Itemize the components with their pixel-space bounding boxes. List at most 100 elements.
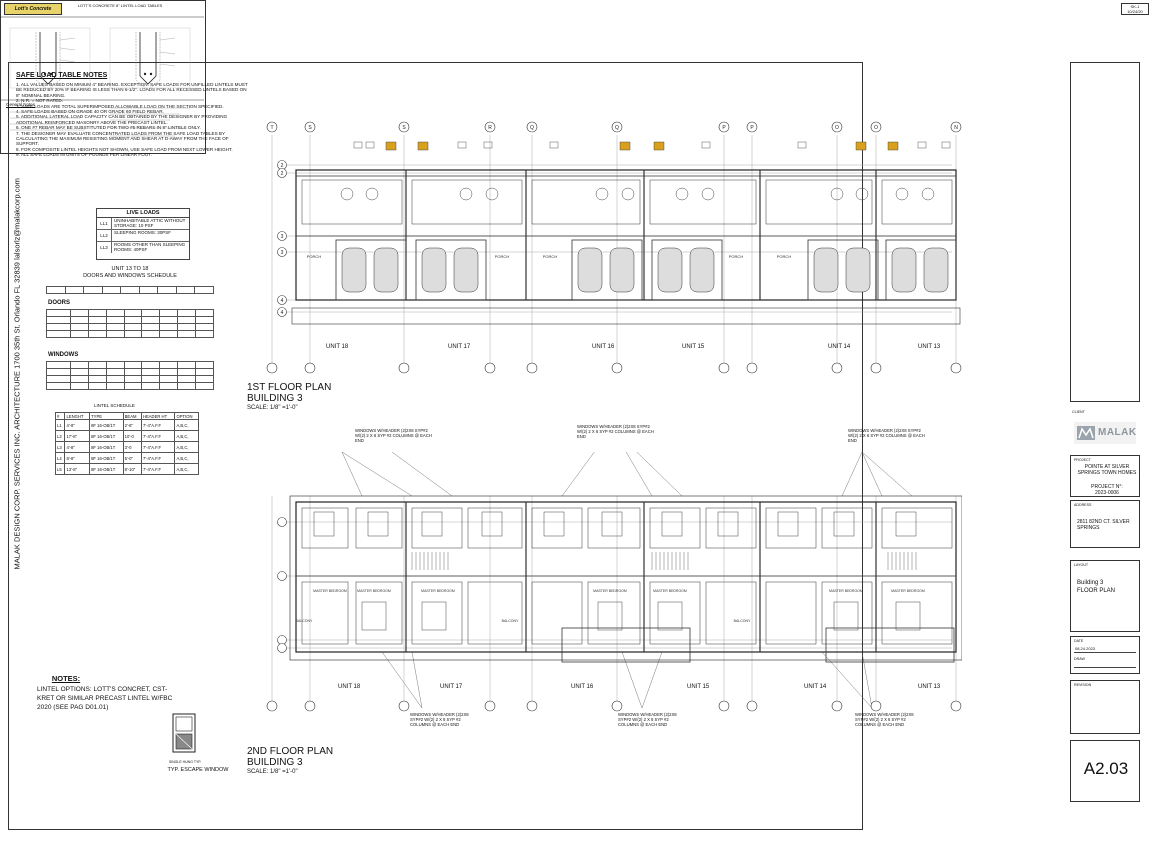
unit-label: UNIT 17: [448, 344, 471, 350]
live-load-desc: SLEEPING ROOMS: 30PSF: [114, 230, 172, 235]
revision-box: REVISION: [1070, 680, 1140, 734]
lintel-cell: L5: [54, 463, 66, 475]
live-load-code: LL1: [97, 218, 112, 229]
sheet-number: A2.03: [1083, 759, 1129, 778]
plan-title-line1: 2ND FLOOR PLAN: [247, 746, 334, 757]
lintel-cell: 8'-10": [122, 463, 142, 475]
project-label: PROJECT: [1074, 458, 1091, 462]
live-load-desc: UNINHABITABLE ATTIC WITHOUT STORAGE: 10 …: [114, 218, 186, 228]
note-item: 9. ALL SAFE LOADS IN UNITS OF POUNDS PER…: [16, 152, 152, 158]
lintel-options-note: LINTEL OPTIONS: LOTT'S CONCRET, CST-KRET…: [37, 686, 173, 711]
balcony-label: BALCONY: [734, 619, 751, 623]
grid-bubble-label: 4: [281, 310, 284, 316]
lintel-cell: 8F 16-OB/1T: [89, 430, 124, 442]
lotts-sk: SK-1: [1130, 4, 1140, 9]
grid-bubble-label: S: [402, 125, 406, 131]
first-floor-plan-title: 1ST FLOOR PLAN BUILDING 3: [247, 382, 331, 404]
lotts-lintel-detail-sheet: Lott's Concrete LOTT'S CONCRETE 8" LINTE…: [0, 0, 1149, 154]
unit-label: UNIT 16: [571, 684, 594, 690]
live-load-code: LL3: [97, 242, 112, 253]
grid-bubble-label: 3: [281, 250, 284, 256]
lotts-date: 10/24/20: [1127, 9, 1143, 14]
master-bedroom-label: MASTER BEDROOM: [653, 589, 687, 593]
layout-label: LAYOUT: [1074, 563, 1089, 567]
second-floor-plan-title: 2ND FLOOR PLAN BUILDING 3: [247, 746, 333, 768]
note-item: 2. N.R. = NOT RATED.: [16, 98, 63, 104]
note-item: 5. ADDITIONAL LATERAL LOAD CAPACITY CAN …: [16, 114, 228, 125]
layout-box: LAYOUT Building 3 FLOOR PLAN: [1070, 560, 1140, 632]
porch-label: PORCH: [777, 254, 792, 259]
lintel-cell: 7'-4"A.F.F: [140, 419, 176, 431]
lintel-header: LENGHT: [64, 412, 91, 420]
lintel-cell: 2'-8": [122, 419, 142, 431]
live-loads-title: LIVE LOADS: [97, 209, 189, 218]
plan-title-line2: BUILDING 3: [247, 757, 303, 768]
lintel-header: TYPE: [89, 412, 124, 420]
schedule-title: UNIT 13 TO 18 DOORS AND WINDOWS SCHEDULE: [70, 266, 190, 280]
safe-load-notes-list: 1. ALL VALUES BASED ON MINIUM 4" BEARING…: [16, 82, 248, 158]
lintel-cell: L4: [54, 452, 66, 464]
lintel-header: OPTION: [174, 412, 199, 420]
grid-bubble-label: P: [750, 125, 754, 131]
doors-label: DOORS: [48, 300, 71, 306]
windows-table: [46, 361, 214, 390]
grid-bubble-label: 2: [281, 163, 284, 169]
lintel-section-sketches: [0, 16, 204, 137]
second-floor-scale: SCALE: 1/8" =1'-0": [247, 769, 298, 775]
window-header-callout: WINDOWS W/HEADER (2)2X8 SYP#2 W/(2) 2 X …: [355, 428, 432, 443]
lintel-cell: 8'-8": [64, 452, 91, 464]
porch-label: PORCH: [307, 254, 322, 259]
grid-bubble-label: S: [308, 125, 312, 131]
grid-bubble-label: P: [722, 125, 726, 131]
lintel-cell: 7'-4"A.F.F: [140, 463, 176, 475]
window-header-callout: WINDOWS W/HEADER (2)2X8 SYP#2 W/(2) 2 X …: [855, 712, 914, 727]
plan-title-line2: BUILDING 3: [247, 393, 303, 404]
lintel-cell: 5'-0": [122, 452, 142, 464]
master-bedroom-label: MASTER BEDROOM: [593, 589, 627, 593]
window-header-callout: WINDOWS W/HEADER (2)2X8 SYP#2 W/(2) 2 X …: [618, 712, 677, 727]
lintel-header: BEAM: [122, 412, 142, 420]
escape-window-symbol: [172, 713, 196, 753]
unit-label: UNIT 18: [338, 684, 361, 690]
lintel-cell: L3: [54, 441, 66, 453]
lintel-cell: 10'-0: [122, 430, 142, 442]
plan-title-line1: 1ST FLOOR PLAN: [247, 382, 332, 393]
window-header-callout: WINDOWS W/HEADER (2)2X8 SYP#2 W/(2) 2 X …: [410, 712, 469, 727]
lintel-cell: 7'-4"A.F.F: [140, 430, 176, 442]
unit-label: UNIT 13: [918, 344, 941, 350]
lintel-header: HEADER HT: [140, 412, 176, 420]
schedule-title-line1: UNIT 13 TO 18: [111, 266, 149, 272]
note-item: 1. ALL VALUES BASED ON MINIUM 4" BEARING…: [16, 82, 248, 98]
lintel-cell: 8F 16-OB/1T: [89, 463, 124, 475]
lintel-cell: 8F 16-OB/1T: [89, 452, 124, 464]
unit-label: UNIT 14: [828, 344, 851, 350]
first-floor-plan-drawing: T S S R Q Q P P O O N 2 2 3 3 4 4 PORCH …: [266, 121, 962, 374]
lintel-cell: 4'-8": [64, 419, 91, 431]
balcony-label: BALCONY: [296, 619, 313, 623]
master-bedroom-label: MASTER BEDROOM: [357, 589, 391, 593]
lintel-cell: L2: [54, 430, 66, 442]
drawing-sheet-border: [8, 62, 863, 830]
unit-label: UNIT 17: [440, 684, 463, 690]
porch-label: PORCH: [495, 254, 510, 259]
grid-bubble-label: Q: [615, 125, 619, 131]
notes-title: NOTES:: [51, 674, 81, 683]
project-name: POINTE AT SILVER SPRINGS TOWN HOMES: [1077, 464, 1137, 476]
lintel-header: #: [54, 412, 66, 420]
layout-value: Building 3 FLOOR PLAN: [1077, 580, 1116, 594]
note-item: 7. THE DESIGNER MAY EVALUATE CONCENTRATE…: [16, 130, 229, 147]
address-label: ADDRESS: [1074, 503, 1092, 507]
lintel-cell: A,B,C,: [174, 430, 199, 442]
live-load-code: LL2: [97, 230, 112, 241]
grid-bubble-label: R: [488, 125, 492, 131]
lintel-cell: 17'-8": [64, 430, 91, 442]
date-label: DATE: [1074, 639, 1084, 643]
grid-bubble-label: Q: [530, 125, 534, 131]
address-value: 2811 82ND CT. SILVER SPRINGS: [1077, 519, 1130, 531]
